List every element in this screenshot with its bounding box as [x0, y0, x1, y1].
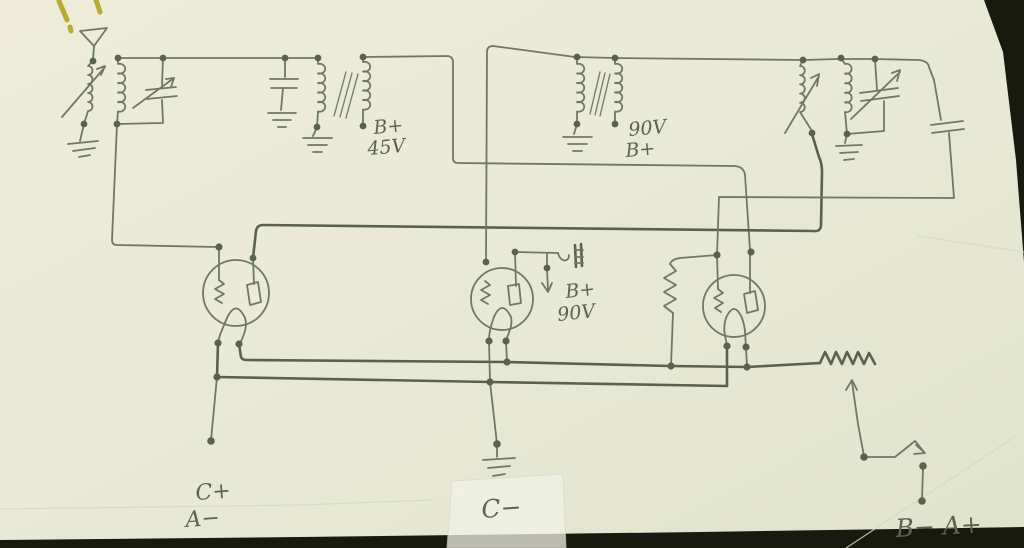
wire-filament-bus-plus: [237, 342, 822, 369]
label-90v-b-plus-line2: B+: [624, 137, 657, 162]
label-b-plus-90v-line2: 90V: [556, 300, 598, 326]
label-b-plus-45v-line1: B+: [372, 114, 405, 139]
tape-patch: [446, 473, 567, 548]
wire-tube2-grid-riser: [485, 45, 494, 263]
rheostat-wiper-arrow: [845, 379, 926, 458]
variable-capacitor-1: [116, 57, 178, 125]
label-b-minus-a-plus: B− A+: [894, 510, 983, 544]
wire-transformer1-to-tube3-plate: [362, 55, 751, 251]
label-b-plus-45v: B+ 45V: [366, 114, 409, 160]
grid-capacitor: [716, 79, 965, 256]
antenna-variable-coil: [61, 60, 106, 125]
wire-to-c-plus-terminal: [210, 376, 218, 441]
label-b-plus-90v: B+ 90V: [556, 278, 598, 326]
variable-capacitor-2: [846, 58, 901, 135]
label-a-minus: A−: [183, 506, 221, 533]
wire-tube1-plate-to-tickler: [251, 132, 824, 260]
wire-tank1-to-tube1-grid: [111, 123, 218, 248]
headphone-jack-symbol: [514, 242, 584, 269]
grid-leak-resistor: [663, 254, 718, 367]
junction-dots: [80, 53, 927, 505]
label-b-plus-45v-line2: 45V: [366, 135, 409, 161]
label-b-plus-90v-line1: B+: [563, 278, 596, 303]
tuning-coil-2: [840, 57, 853, 135]
filament-rheostat: [818, 350, 877, 366]
label-90v-b-plus: 90V B+: [624, 116, 670, 163]
rf-transformer-1: [302, 56, 372, 153]
tickler-variable-coil: [784, 59, 820, 134]
highlighter-marks: [56, 0, 103, 34]
tuning-coil-1: [116, 57, 127, 125]
label-c-minus: C−: [480, 492, 522, 524]
label-90v-b-plus-line1: 90V: [628, 116, 670, 141]
paper-creases: [0, 235, 1024, 548]
label-c-plus: C+: [195, 479, 232, 506]
wire-top-rail-2: [492, 45, 935, 81]
b-minus-a-plus-terminal: [921, 467, 924, 501]
rf-transformer-2: [562, 56, 624, 152]
vacuum-tube-2: [470, 251, 534, 445]
label-c-plus-a-minus: C+ A−: [183, 479, 232, 534]
